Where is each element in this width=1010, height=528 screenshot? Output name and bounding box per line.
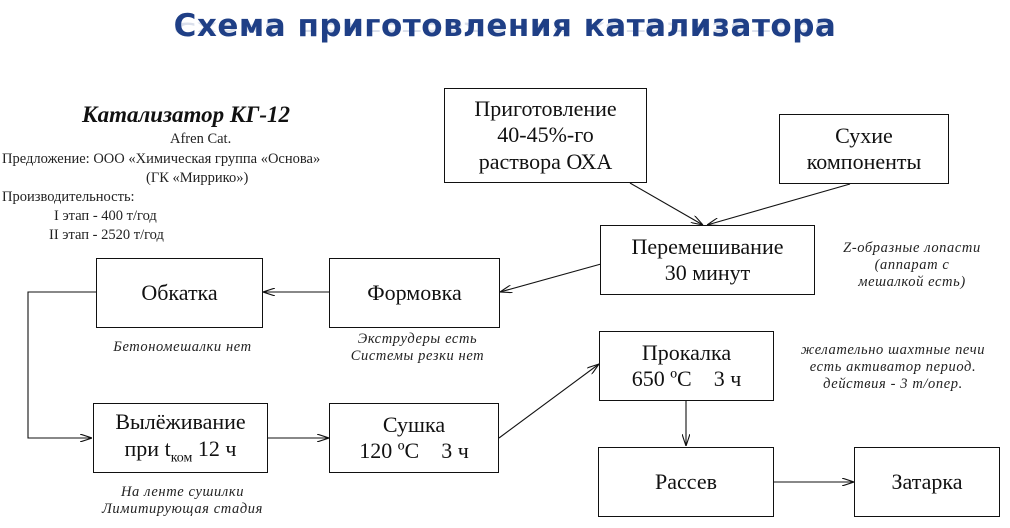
box-text: Обкатка [141, 279, 218, 305]
box-text: при t [124, 435, 171, 461]
box-text: Приготовление [474, 95, 617, 121]
box-text: Формовка [367, 279, 462, 305]
note-line: Системы резки нет [350, 348, 485, 364]
box-text: Перемешивание [631, 233, 784, 259]
box-text: 30 минут [664, 260, 751, 285]
note-line: желательно шахтные печи [800, 342, 986, 358]
note-line: (аппарат с [874, 257, 950, 273]
note-line: Экструдеры есть [357, 331, 478, 347]
box-text: Вылёживание [115, 409, 246, 435]
note-rolling: Бетономешалки нет [85, 339, 280, 356]
box-rolling: Обкатка [96, 258, 263, 328]
note-line: Лимитирующая стадия [102, 501, 263, 517]
box-text: 650 ºС 3 ч [631, 366, 742, 391]
capacity-stage-1: I этап - 400 т/год [54, 208, 157, 224]
box-text: 120 ºС 3 ч [359, 438, 469, 463]
arrow-prep-to-mix [629, 182, 703, 225]
arrow-mix-to-form [500, 263, 602, 292]
box-sieving: Рассев [598, 447, 774, 517]
note-calcination: желательно шахтные печи есть активатор п… [778, 342, 1008, 393]
box-text: раствора ОХА [478, 148, 613, 174]
capacity-stage-2: II этап - 2520 т/год [49, 227, 164, 243]
note-line: есть активатор период. [809, 359, 977, 375]
box-text-subscript: ком [170, 449, 193, 465]
box-packing: Затарка [854, 447, 1000, 517]
note-line: Z-образные лопасти [843, 240, 981, 256]
box-text: Затарка [891, 468, 963, 494]
box-mixing: Перемешивание 30 минут [600, 225, 815, 295]
diagram-title: Схема приготовления катализатора [173, 8, 837, 44]
box-text: Прокалка [641, 339, 732, 365]
box-molding: Формовка [329, 258, 500, 328]
supplier-group: (ГК «Миррико») [146, 170, 249, 186]
arrow-drying-to-calc [498, 364, 599, 439]
note-line: действия - 3 т/опер. [823, 376, 963, 392]
note-line: Бетономешалки нет [113, 339, 252, 355]
arrow-dry-to-mix [707, 183, 851, 225]
note-molding: Экструдеры есть Системы резки нет [325, 331, 510, 365]
catalyst-trade-name: Afren Cat. [170, 131, 232, 147]
arrow-roll-to-age [27, 291, 96, 438]
box-text: 40-45%-го [497, 122, 594, 148]
box-solution-preparation: Приготовление 40-45%-го раствора ОХА [444, 88, 647, 183]
box-calcination: Прокалка 650 ºС 3 ч [599, 331, 774, 401]
note-mixing: Z-образные лопасти (аппарат с мешалкой е… [822, 240, 1002, 291]
note-line: мешалкой есть) [858, 274, 966, 290]
box-text-temp: при tком 12 ч [125, 436, 237, 467]
box-drying: Сушка 120 ºС 3 ч [329, 403, 499, 473]
note-drying: На ленте сушилки Лимитирующая стадия [75, 484, 290, 518]
box-text: компоненты [806, 149, 922, 174]
box-aging: Вылёживание при tком 12 ч [93, 403, 268, 473]
capacity-label: Производительность: [2, 189, 135, 205]
note-line: На ленте сушилки [120, 484, 245, 500]
supplier-offer: Предложение: ООО «Химическая группа «Осн… [2, 151, 321, 167]
box-text: Рассев [655, 468, 717, 494]
catalyst-name: Катализатор КГ-12 [82, 102, 291, 127]
box-text: Сушка [382, 411, 446, 437]
box-text: Сухие [835, 122, 893, 148]
box-text: 12 ч [192, 435, 237, 461]
box-dry-components: Сухие компоненты [779, 114, 949, 184]
